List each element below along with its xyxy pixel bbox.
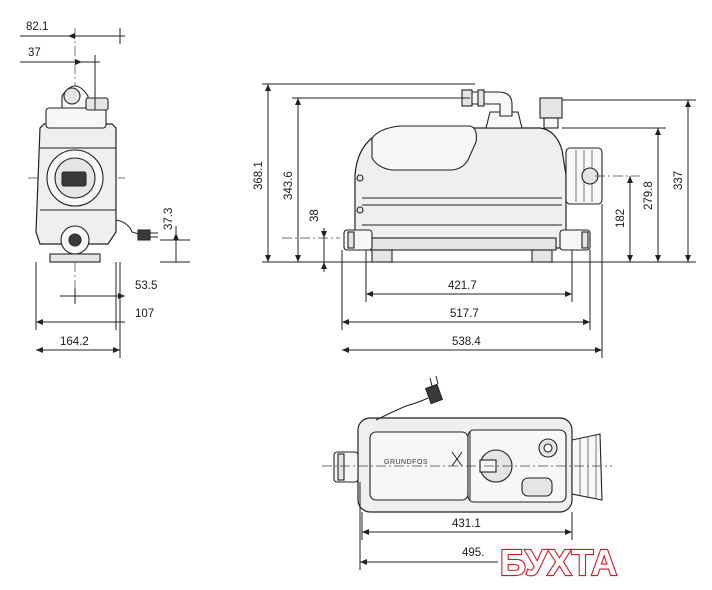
dim-front-421-7: 421.7	[448, 280, 477, 292]
grundfos-logo: GRUNDFOS	[384, 459, 428, 466]
dim-side-37-3: 37.3	[163, 208, 175, 230]
front-view: 368.1 343.6 38 182 279.8 337	[253, 83, 696, 358]
dim-front-343-6: 343.6	[283, 171, 295, 200]
dim-side-164-2: 164.2	[60, 336, 89, 348]
side-view: 82.1 37 37.3 53.5 107 164.2	[20, 21, 190, 358]
dim-front-368-1: 368.1	[253, 161, 265, 190]
dim-side-107: 107	[135, 308, 154, 320]
dim-front-538-4: 538.4	[452, 336, 481, 348]
dim-side-53-5: 53.5	[135, 280, 157, 292]
dim-top-495: 495.	[462, 547, 484, 559]
watermark-text: БУХТА	[500, 542, 617, 583]
dim-side-37: 37	[28, 47, 41, 59]
dim-front-337: 337	[673, 171, 685, 190]
top-view: GRUNDFOS 431.1 495.	[322, 375, 612, 570]
dim-front-279-8: 279.8	[643, 181, 655, 210]
dim-side-82-1: 82.1	[26, 21, 48, 33]
dim-front-517-7: 517.7	[450, 308, 479, 320]
bukhta-watermark: БУХТА	[499, 541, 618, 584]
dim-front-182: 182	[615, 209, 627, 228]
dim-top-431-1: 431.1	[452, 518, 481, 530]
dim-front-38: 38	[309, 209, 321, 222]
